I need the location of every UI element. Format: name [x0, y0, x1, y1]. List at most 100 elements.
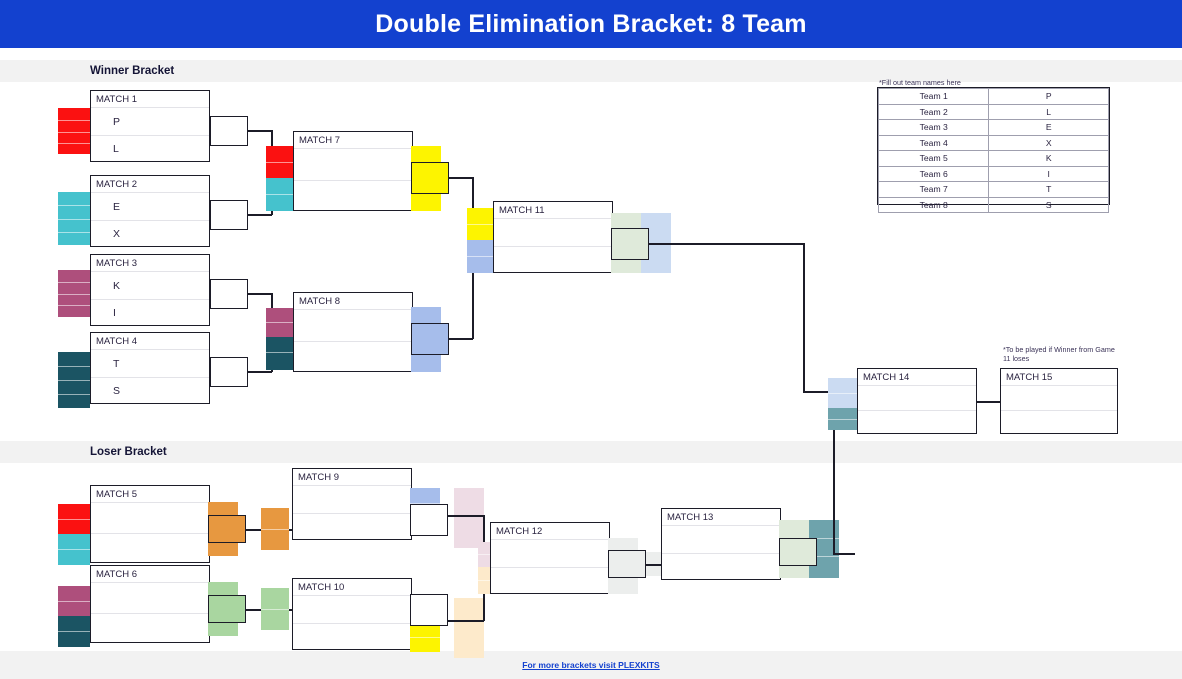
- flow-bar-m11-blue: [467, 240, 495, 273]
- match-slot-2[interactable]: [858, 410, 976, 433]
- match-title: MATCH 5: [91, 486, 209, 503]
- match-slot-1[interactable]: [494, 219, 612, 246]
- match-box-m15[interactable]: MATCH 15: [1000, 368, 1118, 434]
- match-slot-1[interactable]: P: [113, 115, 121, 128]
- team-name-input[interactable]: P: [988, 88, 1109, 105]
- connector-m3-out: [248, 293, 272, 295]
- match-slot-1[interactable]: [293, 596, 411, 623]
- winner-bracket-band: [0, 60, 1182, 82]
- match-box-m1[interactable]: MATCH 1 P L: [90, 90, 210, 162]
- match-box-m12[interactable]: MATCH 12: [490, 522, 610, 594]
- match-slot-2[interactable]: [494, 246, 612, 272]
- match-slot-1[interactable]: [293, 486, 411, 513]
- match-box-m6[interactable]: MATCH 6: [90, 565, 210, 643]
- connector-m11-to-m14-v: [803, 243, 805, 392]
- team-name-input[interactable]: L: [988, 103, 1109, 120]
- match-slot-1[interactable]: K: [113, 279, 121, 292]
- match-box-m11[interactable]: MATCH 11: [493, 201, 613, 273]
- match-slot-2[interactable]: [293, 623, 411, 649]
- loser-bracket-band: [0, 441, 1182, 463]
- match-slot-2[interactable]: I: [91, 299, 209, 325]
- result-box-m6[interactable]: [208, 595, 246, 623]
- match-slot-2[interactable]: [294, 341, 412, 371]
- match-slot-2[interactable]: X: [91, 220, 209, 246]
- match-box-m4[interactable]: MATCH 4 T S: [90, 332, 210, 404]
- match-slot-2[interactable]: [1001, 410, 1117, 433]
- result-box-m4[interactable]: [210, 357, 248, 387]
- match-box-m10[interactable]: MATCH 10: [292, 578, 412, 650]
- team-label: Team 1: [877, 88, 990, 105]
- flow-bar-m10-out-yellow: [410, 622, 440, 652]
- match-title: MATCH 13: [662, 509, 780, 526]
- match-slot-2[interactable]: [91, 613, 209, 642]
- result-box-m12[interactable]: [608, 550, 646, 578]
- connector-m14-to-m15: [977, 401, 1001, 403]
- match-slot-1[interactable]: [491, 540, 609, 567]
- team-name-input[interactable]: K: [988, 150, 1109, 167]
- flow-bar-m8-mauve: [266, 308, 294, 337]
- match-title: MATCH 4: [91, 333, 209, 350]
- match-title: MATCH 10: [293, 579, 411, 596]
- result-box-m8[interactable]: [411, 323, 449, 355]
- match-box-m3[interactable]: MATCH 3 K I: [90, 254, 210, 326]
- match15-note: *To be played if Winner from Game 11 los…: [1003, 345, 1115, 363]
- result-box-m13[interactable]: [779, 538, 817, 566]
- seed-bar-match6-teal: [58, 616, 90, 647]
- match-slot-1[interactable]: [294, 310, 412, 341]
- seed-bar-match5-cyan: [58, 534, 90, 565]
- connector-m1-out: [248, 130, 272, 132]
- match-slot-1[interactable]: [91, 583, 209, 613]
- team-label: Team 5: [877, 150, 990, 167]
- match-slot-1[interactable]: [91, 503, 209, 533]
- match-slot-2[interactable]: [662, 553, 780, 579]
- team-name-input[interactable]: I: [988, 165, 1109, 182]
- match-box-m9[interactable]: MATCH 9: [292, 468, 412, 540]
- match-box-m7[interactable]: MATCH 7: [293, 131, 413, 211]
- match-box-m2[interactable]: MATCH 2 E X: [90, 175, 210, 247]
- team-name-input[interactable]: T: [988, 181, 1109, 198]
- match-slot-2[interactable]: [491, 567, 609, 593]
- match-box-m8[interactable]: MATCH 8: [293, 292, 413, 372]
- match-slot-2[interactable]: [293, 513, 411, 539]
- result-box-m7[interactable]: [411, 162, 449, 194]
- match-box-m13[interactable]: MATCH 13: [661, 508, 781, 580]
- match-slot-1[interactable]: [294, 149, 412, 180]
- match-slot-2[interactable]: [91, 533, 209, 562]
- connector-m10-to-m12: [448, 620, 484, 622]
- flow-bar-m9-pink-col: [454, 488, 484, 548]
- result-box-m10[interactable]: [410, 594, 448, 626]
- result-box-m3[interactable]: [210, 279, 248, 309]
- match-slot-1[interactable]: E: [113, 200, 121, 213]
- flow-bar-m10-cream-col: [454, 598, 484, 658]
- flow-bar-m14-in-tealgray: [828, 408, 858, 430]
- result-box-m9[interactable]: [410, 504, 448, 536]
- match-slot-2[interactable]: S: [91, 377, 209, 403]
- result-box-m11[interactable]: [611, 228, 649, 260]
- team-name-input[interactable]: E: [988, 119, 1109, 136]
- result-box-m5[interactable]: [208, 515, 246, 543]
- match-title: MATCH 6: [91, 566, 209, 583]
- plexkits-link[interactable]: For more brackets visit PLEXKITS: [522, 660, 660, 670]
- match-title: MATCH 14: [858, 369, 976, 386]
- match-slot-1[interactable]: T: [113, 357, 120, 370]
- match-slot-1[interactable]: [662, 526, 780, 553]
- connector-m12-to-m13: [646, 564, 668, 566]
- match-slot-1[interactable]: [1001, 386, 1117, 410]
- seed-bar-match4: [58, 352, 90, 408]
- connector-m8-to-m11: [449, 338, 473, 340]
- match-slot-2[interactable]: [294, 180, 412, 210]
- match-slot-2[interactable]: L: [91, 135, 209, 161]
- team-name-input[interactable]: X: [988, 134, 1109, 151]
- result-box-m1[interactable]: [210, 116, 248, 146]
- connector-m2-out: [248, 214, 272, 216]
- team-name-input[interactable]: S: [988, 196, 1109, 213]
- match-box-m5[interactable]: MATCH 5: [90, 485, 210, 563]
- match-slot-1[interactable]: [858, 386, 976, 410]
- team-label: Team 7: [877, 181, 990, 198]
- result-box-m2[interactable]: [210, 200, 248, 230]
- match-box-m14[interactable]: MATCH 14: [857, 368, 977, 434]
